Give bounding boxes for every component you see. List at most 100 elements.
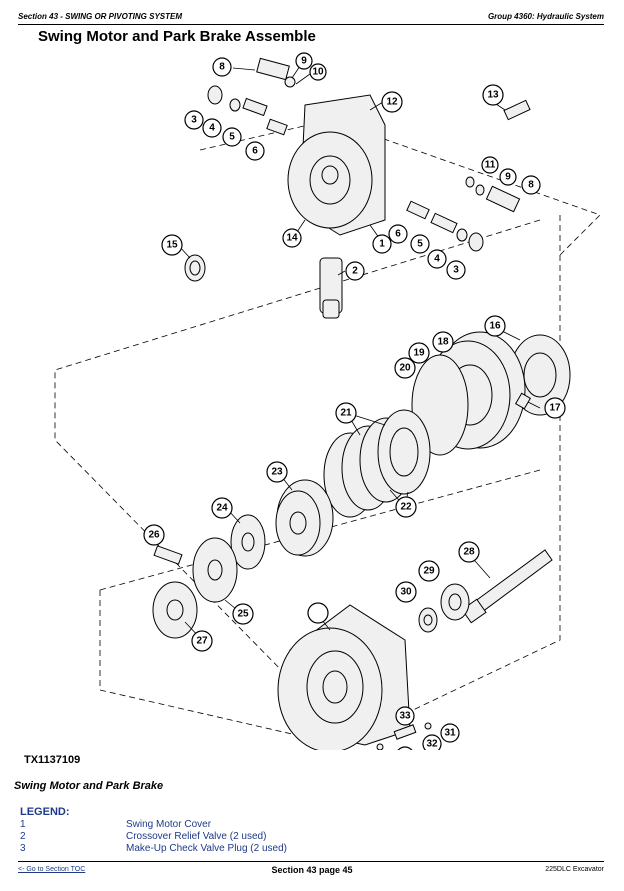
svg-text:23: 23	[271, 467, 283, 478]
svg-text:12: 12	[386, 97, 398, 108]
callout-2: 2	[345, 261, 365, 281]
callout-27: 29	[418, 560, 440, 582]
callout-11: 13	[482, 84, 504, 106]
callout-7-right: 8	[521, 175, 541, 195]
callout-32	[397, 746, 413, 750]
callout-26: 28	[458, 541, 480, 563]
callout-4-right: 4	[427, 249, 447, 269]
right-valve-parts	[406, 99, 531, 252]
svg-text:15: 15	[166, 240, 178, 251]
svg-text:33: 33	[399, 711, 411, 722]
legend-item: 1 Swing Motor Cover	[20, 819, 480, 831]
legend-list: 1 Swing Motor Cover 2 Crossover Relief V…	[20, 819, 480, 855]
shoe-plate	[152, 581, 198, 639]
callout-17: 19	[408, 342, 430, 364]
swing-motor-cover	[287, 94, 386, 236]
center-relief-valve	[319, 257, 343, 319]
svg-text:28: 28	[463, 547, 475, 558]
retainer-plate	[230, 514, 266, 570]
callout-10: 12	[381, 91, 403, 113]
svg-text:6: 6	[252, 146, 258, 157]
svg-text:9: 9	[301, 56, 307, 67]
callout-8-top: 9	[295, 52, 313, 70]
svg-text:24: 24	[216, 503, 228, 514]
callout-31: 33	[395, 706, 415, 726]
svg-text:20: 20	[399, 363, 411, 374]
callout-5-left: 5	[222, 127, 242, 147]
brake-plates	[323, 409, 431, 518]
legend-item-description: Crossover Relief Valve (2 used)	[126, 831, 267, 842]
footer-rule	[18, 861, 604, 862]
svg-text:13: 13	[487, 90, 499, 101]
page-header: Section 43 - SWING OR PIVOTING SYSTEM Gr…	[0, 0, 624, 30]
svg-text:2: 2	[352, 266, 358, 277]
svg-text:18: 18	[437, 337, 449, 348]
callout-9-right: 11	[481, 156, 499, 174]
svg-text:14: 14	[286, 233, 298, 244]
legend-item-number: 1	[20, 819, 26, 830]
svg-text:11: 11	[485, 160, 496, 171]
svg-text:6: 6	[395, 229, 401, 240]
svg-text:8: 8	[219, 62, 225, 73]
callout-19: 21	[335, 402, 357, 424]
legend-item-number: 3	[20, 843, 26, 854]
callout-3-left: 3	[184, 110, 204, 130]
callout-22: 24	[211, 497, 233, 519]
figure-id: TX1137109	[24, 754, 81, 766]
svg-text:30: 30	[400, 587, 412, 598]
svg-text:4: 4	[209, 123, 215, 134]
bearing-27	[440, 583, 470, 621]
page-number: Section 43 page 45	[271, 865, 353, 875]
callout-16: 18	[432, 331, 454, 353]
svg-text:29: 29	[423, 566, 435, 577]
svg-text:16: 16	[489, 321, 501, 332]
callout-12: 14	[282, 228, 302, 248]
svg-text:26: 26	[148, 530, 160, 541]
svg-text:32: 32	[426, 739, 438, 750]
exploded-diagram: 8 9 10 3 4 5 6 12 13 11 9 8 14 1 6 5 4 3…	[54, 52, 601, 750]
section-title: Section 43 - SWING OR PIVOTING SYSTEM	[18, 12, 183, 21]
plug-parts	[376, 722, 432, 750]
svg-text:3: 3	[453, 265, 459, 276]
bearing-13	[184, 254, 206, 282]
drive-shaft	[461, 549, 553, 624]
legend-title: LEGEND:	[20, 806, 70, 818]
park-brake-piston	[411, 331, 571, 456]
piston-plate	[192, 537, 238, 603]
callout-33	[307, 602, 329, 624]
callout-1: 1	[372, 234, 392, 254]
callout-7-top: 8	[212, 57, 232, 77]
callout-8-right: 9	[499, 168, 517, 186]
group-title: Group 4360: Hydraulic System	[487, 12, 604, 21]
legend-item: 2 Crossover Relief Valve (2 used)	[20, 831, 480, 843]
figure-caption: Swing Motor and Park Brake	[14, 780, 164, 792]
svg-text:21: 21	[340, 408, 352, 419]
motor-housing	[277, 604, 411, 750]
callout-29: 31	[440, 723, 460, 743]
callout-13: 15	[161, 234, 183, 256]
svg-text:5: 5	[229, 132, 235, 143]
callout-15: 17	[544, 397, 566, 419]
section-toc-link[interactable]: <- Go to Section TOC	[18, 866, 86, 873]
callout-23: 25	[232, 603, 254, 625]
header-rule	[18, 24, 604, 25]
legend-item-description: Make-Up Check Valve Plug (2 used)	[126, 843, 287, 854]
callout-14: 16	[484, 315, 506, 337]
svg-text:4: 4	[434, 254, 440, 265]
svg-text:17: 17	[549, 403, 561, 414]
callout-25: 27	[191, 630, 213, 652]
callout-18: 20	[394, 357, 416, 379]
callout-24: 26	[143, 524, 165, 546]
callout-3-right: 3	[446, 260, 466, 280]
svg-text:3: 3	[191, 115, 197, 126]
callout-5-right: 5	[410, 234, 430, 254]
callout-6-left: 6	[245, 141, 265, 161]
pin-24	[153, 545, 183, 565]
svg-text:1: 1	[379, 239, 385, 250]
callout-9-top: 10	[309, 63, 327, 81]
legend-item-description: Swing Motor Cover	[126, 819, 212, 830]
legend-item: 3 Make-Up Check Valve Plug (2 used)	[20, 843, 480, 855]
svg-text:19: 19	[413, 348, 425, 359]
callout-20: 22	[395, 496, 417, 518]
model-name: 225DLC Excavator	[545, 866, 604, 873]
